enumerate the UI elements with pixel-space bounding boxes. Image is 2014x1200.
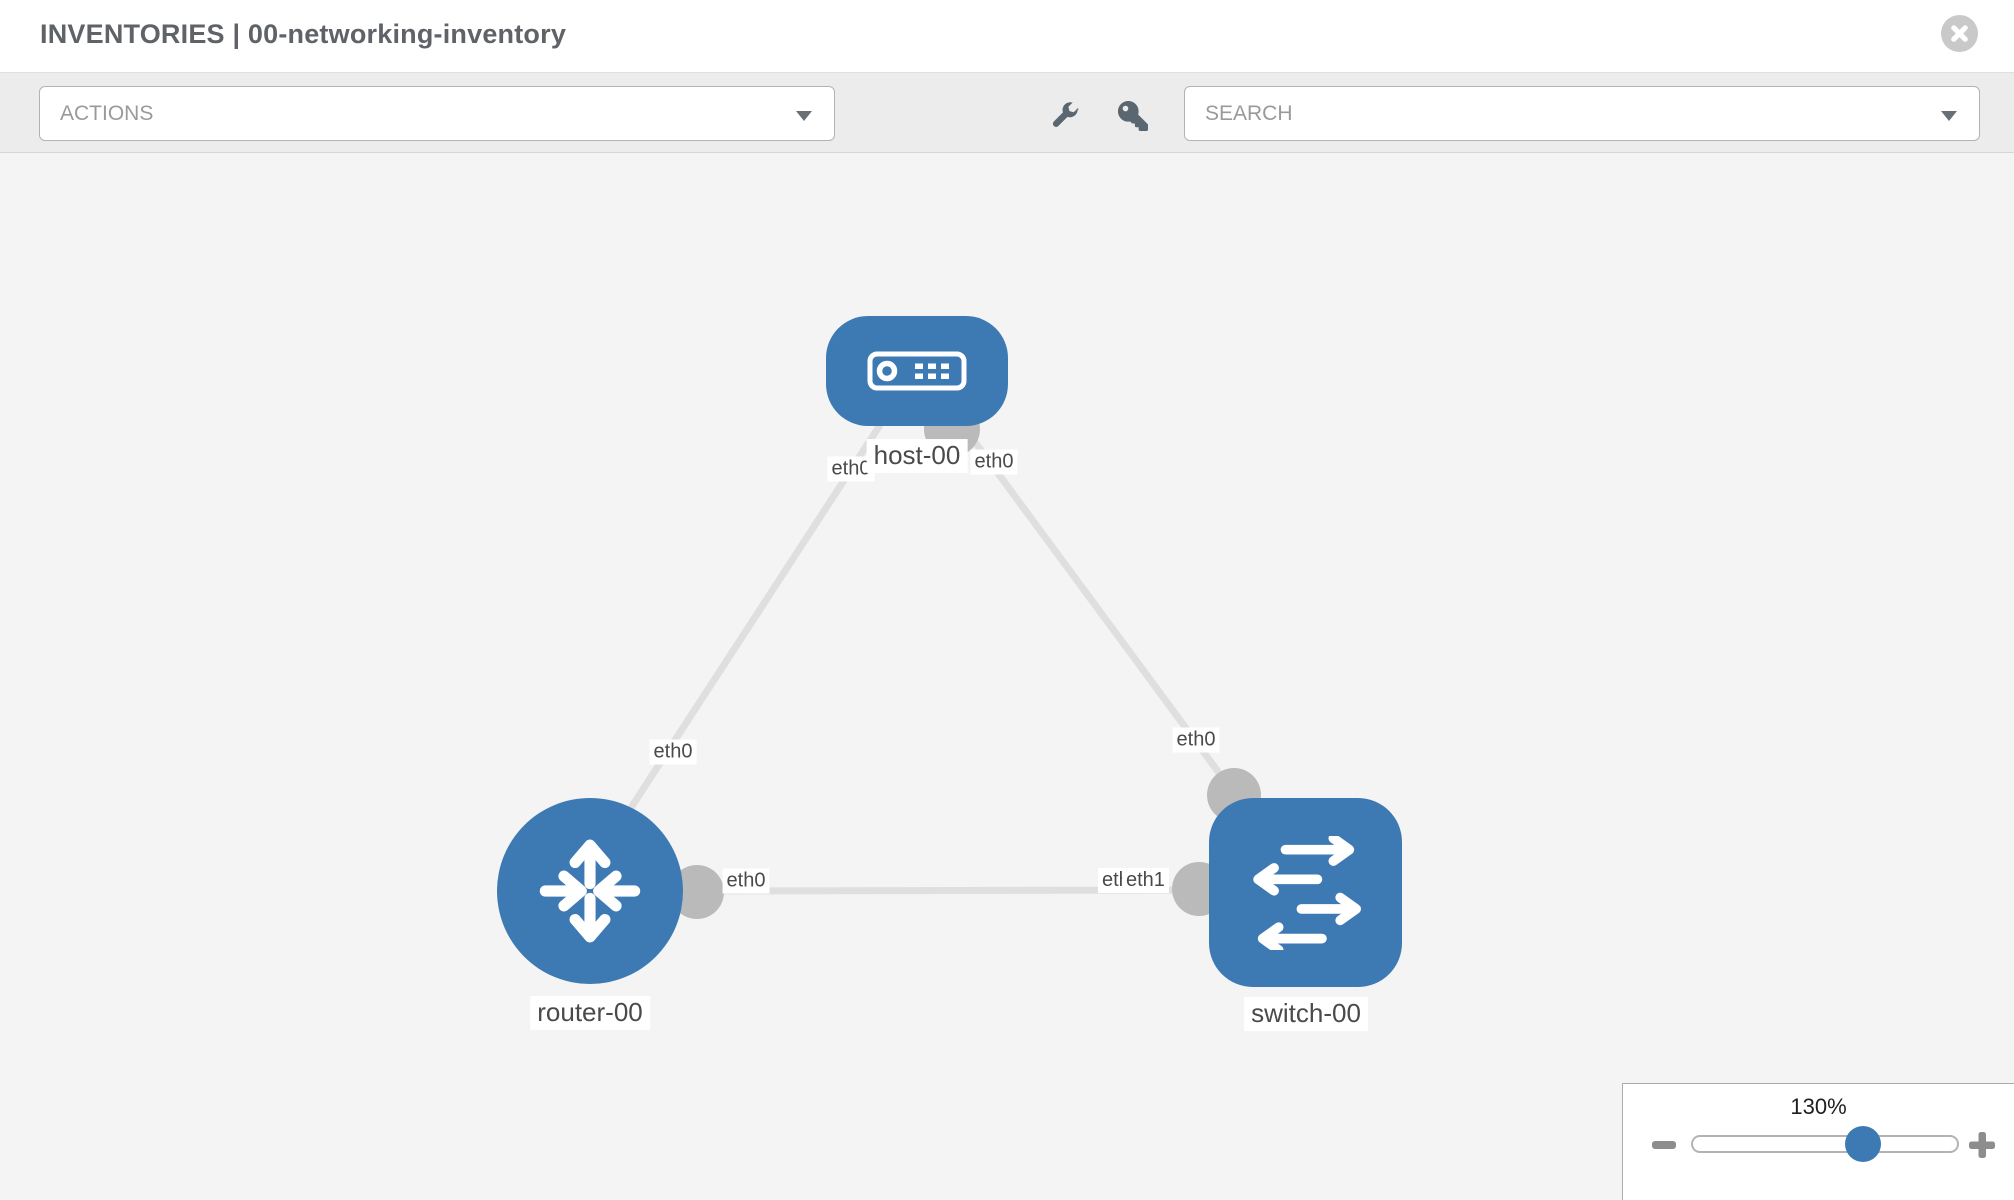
zoom-slider[interactable] [1691, 1135, 1959, 1153]
interface-label: eth1 [1122, 868, 1169, 893]
switch-icon [1247, 835, 1365, 950]
close-button[interactable] [1941, 15, 1978, 52]
interface-label: eth0 [970, 449, 1018, 475]
interface-label: eth0 [649, 739, 697, 765]
key-icon [1118, 101, 1148, 131]
node-router-00[interactable] [497, 798, 683, 984]
interface-label: eth0 [722, 868, 770, 894]
links-layer [607, 423, 1239, 895]
header: INVENTORIES | 00-networking-inventory [0, 0, 2014, 73]
wrench-icon [1050, 101, 1080, 131]
node-label-switch-00: switch-00 [1244, 997, 1368, 1031]
zoom-out-button[interactable] [1649, 1130, 1679, 1160]
search-dropdown[interactable]: SEARCH [1184, 86, 1980, 141]
zoom-in-button[interactable] [1967, 1130, 1997, 1160]
plus-icon [1969, 1132, 1995, 1158]
link-host-router[interactable] [607, 423, 883, 842]
node-label-router-00: router-00 [530, 996, 650, 1030]
node-label-host-00: host-00 [866, 439, 968, 473]
actions-dropdown-label: ACTIONS [60, 101, 154, 125]
caret-down-icon [796, 111, 812, 121]
router-icon [528, 829, 652, 953]
host-icon [867, 351, 967, 391]
page-title: INVENTORIES | 00-networking-inventory [40, 19, 567, 49]
caret-down-icon [1941, 111, 1957, 121]
x-circle-icon [1950, 24, 1969, 43]
zoom-slider-knob[interactable] [1845, 1126, 1881, 1162]
topology-canvas[interactable]: eth0 eth0 eth0 eth0 eth1 eth1 eth0 host-… [0, 153, 2014, 1200]
tools-button[interactable] [1048, 99, 1082, 133]
node-host-00[interactable] [826, 316, 1008, 426]
credentials-button[interactable] [1116, 99, 1150, 133]
interface-label: eth0 [1172, 727, 1220, 753]
minus-icon [1652, 1141, 1676, 1149]
search-dropdown-label: SEARCH [1205, 101, 1293, 125]
toolbar: ACTIONS SEARCH [0, 73, 2014, 153]
node-switch-00[interactable] [1209, 798, 1402, 987]
zoom-level: 130% [1790, 1094, 1847, 1119]
actions-dropdown[interactable]: ACTIONS [39, 86, 835, 141]
zoom-panel: 130% [1622, 1083, 2014, 1200]
